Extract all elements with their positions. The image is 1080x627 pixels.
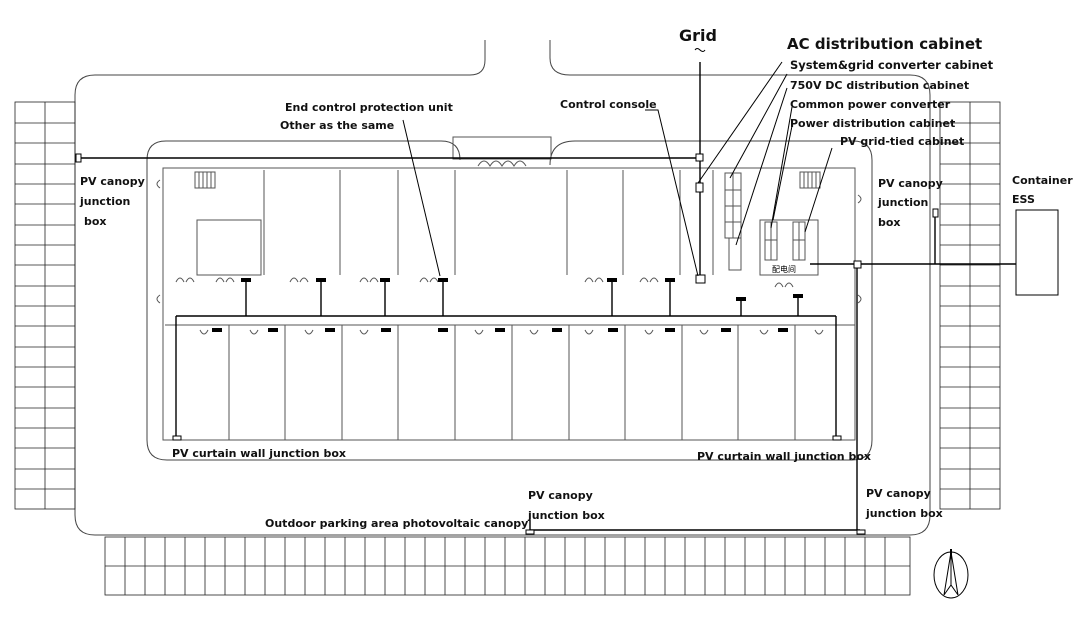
label-canopy-left-3: box (84, 215, 107, 228)
stair-icon-right (799, 171, 821, 189)
cabinet-cluster (724, 172, 806, 271)
label-canopy-bottom-mid-2: junction box (527, 509, 605, 522)
main-wiring (80, 62, 1016, 531)
label-parking-canopy: Outdoor parking area photovoltaic canopy (265, 517, 528, 530)
site-boundary (74, 40, 931, 536)
building-outline (146, 140, 873, 461)
label-canopy-bottom-right-2: junction box (865, 507, 943, 520)
pv-canopy-array-left (14, 101, 76, 510)
junction-boxes (75, 153, 939, 535)
room-layout (162, 167, 856, 441)
end-control-units (212, 278, 803, 332)
label-curtain-wall-right: PV curtain wall junction box (697, 450, 871, 463)
label-end-control-unit: End control protection unit (285, 101, 453, 114)
label-room-cn: 配电间 (772, 264, 796, 274)
label-other-as-same: Other as the same (280, 119, 394, 132)
label-control-console: Control console (560, 98, 657, 111)
container-ess-box (1015, 209, 1059, 296)
pv-canopy-array-bottom (104, 536, 911, 596)
north-arrow-icon (933, 549, 969, 599)
label-container: Container (1012, 174, 1073, 187)
label-canopy-right-1: PV canopy (878, 177, 943, 190)
stair-icon-left (194, 171, 216, 189)
label-curtain-wall-left: PV curtain wall junction box (172, 447, 346, 460)
label-canopy-bottom-mid-1: PV canopy (528, 489, 593, 502)
label-system-grid-converter: System&grid converter cabinet (790, 58, 994, 72)
label-canopy-left-1: PV canopy (80, 175, 145, 188)
entrance-canopy (452, 136, 552, 160)
label-pv-grid-tied-cabinet: PV grid-tied cabinet (840, 135, 964, 148)
label-canopy-right-2: junction (877, 196, 928, 209)
label-common-power-converter: Common power converter (790, 98, 951, 111)
label-750v-dc-cabinet: 750V DC distribution cabinet (790, 79, 969, 92)
dc-cabinet-box (728, 237, 742, 271)
door-swing-marks (156, 160, 862, 335)
label-grid: Grid (679, 26, 717, 45)
pv-canopy-array-right (939, 101, 1001, 510)
label-canopy-bottom-right-1: PV canopy (866, 487, 931, 500)
leader-lines (402, 61, 833, 277)
label-ess: ESS (1012, 193, 1035, 206)
grid-connection-icon (694, 48, 706, 52)
label-canopy-right-3: box (878, 216, 901, 229)
label-ac-distribution-cabinet: AC distribution cabinet (787, 35, 982, 53)
label-power-distribution-cabinet: Power distribution cabinet (790, 117, 955, 130)
label-canopy-left-2: junction (79, 195, 130, 208)
